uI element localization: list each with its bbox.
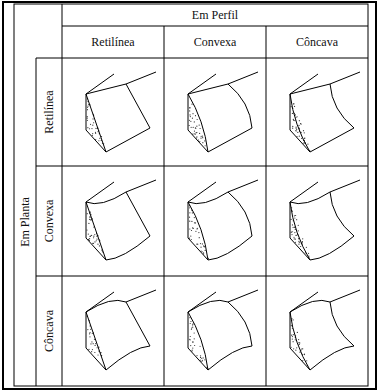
- slope-sketch: [86, 180, 156, 260]
- slope-sketches: [86, 72, 360, 370]
- grid-lines: [36, 4, 368, 386]
- slope-sketch: [86, 290, 156, 370]
- column-header: Côncava: [296, 36, 338, 48]
- slope-sketch: [188, 180, 258, 260]
- column-group-header: Em Perfil: [192, 9, 238, 21]
- slope-sketch: [290, 290, 360, 370]
- row-header: Côncava: [43, 310, 55, 352]
- outer-frame: [3, 2, 376, 389]
- table-border: [14, 4, 368, 386]
- row-group-header: Em Planta: [19, 197, 31, 247]
- column-header: Retilínea: [91, 36, 134, 48]
- slope-sketch: [188, 72, 258, 152]
- slope-sketch: [290, 72, 360, 152]
- row-header: Retilínea: [43, 90, 55, 133]
- slope-sketch: [86, 72, 156, 152]
- slope-sketch: [290, 180, 360, 260]
- column-header: Convexa: [194, 36, 237, 48]
- row-header: Convexa: [43, 200, 55, 243]
- slope-sketch: [188, 290, 258, 370]
